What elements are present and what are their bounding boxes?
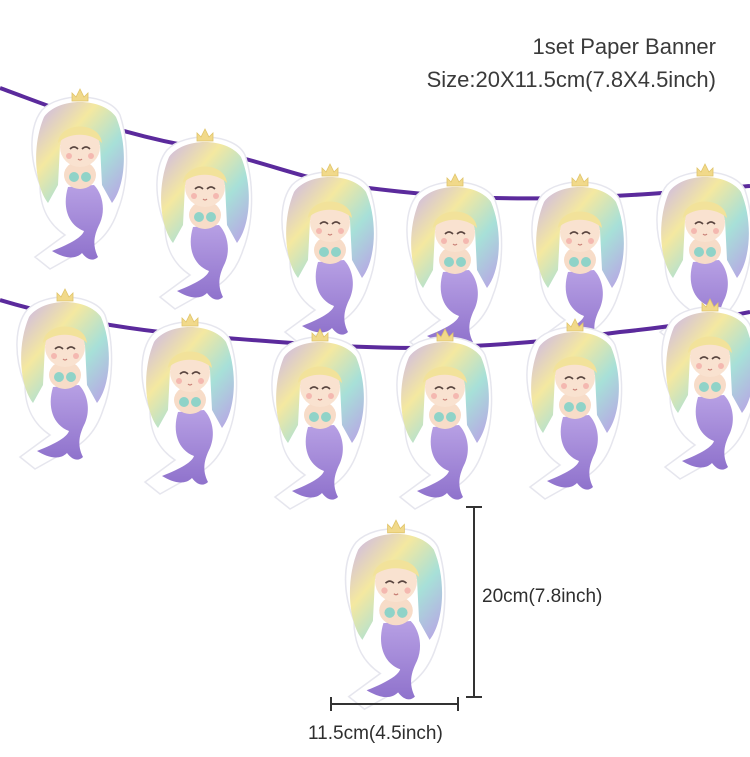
title-block: 1set Paper Banner Size:20X11.5cm(7.8X4.5… [427,30,716,96]
height-dimension [466,506,482,698]
mermaid-pennant-icon [526,318,623,500]
width-label: 11.5cm(4.5inch) [308,723,443,744]
mermaid-pennant-icon [344,519,446,711]
mermaid-pennant-icon [156,128,253,310]
ribbon-string [0,298,750,351]
mermaid-pennant-icon [396,328,493,510]
size-spec: Size:20X11.5cm(7.8X4.5inch) [426,67,716,92]
mermaid-pennant-icon [661,298,750,480]
mermaid-pennant-icon [281,163,378,345]
mermaid-pennant-icon [406,173,503,355]
banner-row-2 [0,288,750,510]
size-reference-pennant [344,519,446,711]
banner-row-1 [0,86,750,355]
mermaid-pennant-icon [271,328,368,510]
banner-title: 1set Paper Banner [532,34,716,59]
width-dimension [330,697,459,711]
height-label: 20cm(7.8inch) [482,586,603,607]
mermaid-pennant-icon [141,313,238,495]
mermaid-pennant-icon [31,88,128,270]
mermaid-pennant-icon [16,288,113,470]
